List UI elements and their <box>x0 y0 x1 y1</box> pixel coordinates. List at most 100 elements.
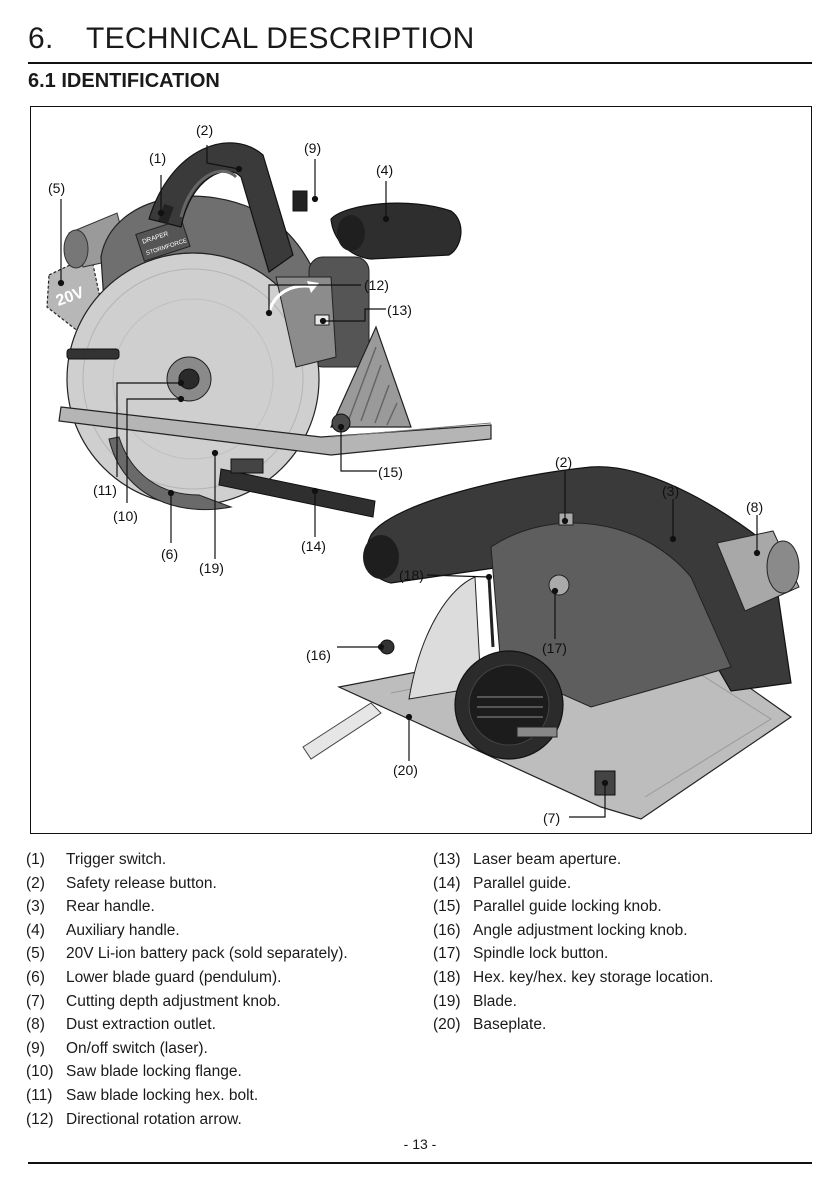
legend-text: On/off switch (laser). <box>66 1039 208 1057</box>
callout-labels: (1) (2) (9) (4) (5) (12) (13) (15) (11) … <box>48 122 763 826</box>
callout-13: (13) <box>387 302 412 318</box>
callout-8: (8) <box>746 499 763 515</box>
callout-16: (16) <box>306 647 331 663</box>
legend-number: (5) <box>26 945 45 963</box>
legend-number: (13) <box>433 851 461 868</box>
legend-number: (2) <box>26 874 45 892</box>
legend-item: (5) 20V Li-ion battery pack (sold separat… <box>26 942 348 966</box>
callout-3: (3) <box>662 483 679 499</box>
legend-item: (17) Spindle lock button. <box>433 942 713 966</box>
legend-right-column: (13)Laser beam aperture. (14)Parallel gu… <box>433 848 713 1037</box>
legend-item: (7)Cutting depth adjustment knob. <box>26 990 348 1014</box>
legend-item: (3) Rear handle. <box>26 895 348 919</box>
parallel-guide <box>218 468 376 518</box>
legend-item: (19) Blade. <box>433 990 713 1014</box>
header-rule <box>28 62 812 64</box>
legend-number: (6) <box>26 968 45 986</box>
legend-item: (11) Saw blade locking hex. bolt. <box>26 1084 348 1108</box>
legend-number: (4) <box>26 921 45 939</box>
trigger-switch <box>158 203 174 225</box>
legend-item: (6) Lower blade guard (pendulum). <box>26 966 348 990</box>
callout-7: (7) <box>543 810 560 826</box>
callout-19: (19) <box>199 560 224 576</box>
angle-bracket <box>330 325 412 428</box>
legend-number: (11) <box>26 1086 53 1104</box>
legend-text: Blade. <box>473 992 517 1010</box>
legend-number: (8) <box>26 1016 45 1034</box>
legend-text: Saw blade locking hex. bolt. <box>66 1086 259 1104</box>
callout-5: (5) <box>48 180 65 196</box>
legend-text: Lower blade guard (pendulum). <box>66 968 282 986</box>
legend-item: (12) Directional rotation arrow. <box>26 1108 348 1132</box>
legend-number: (3) <box>26 898 45 916</box>
legend-text: Dust extraction outlet. <box>66 1016 216 1034</box>
legend-number: (17) <box>433 945 461 963</box>
callout-10: (10) <box>113 508 138 524</box>
legend-item: (4) Auxiliary handle. <box>26 919 348 943</box>
legend-number: (14) <box>433 874 461 892</box>
callout-leaders <box>57 145 761 818</box>
callout-6: (6) <box>161 546 178 562</box>
legend-item: (14)Parallel guide. <box>433 872 713 896</box>
page-number: - 13 - <box>403 1136 437 1152</box>
callout-14: (14) <box>301 538 326 554</box>
callout-4: (4) <box>376 162 393 178</box>
legend-item: (15) Parallel guide locking knob. <box>433 895 713 919</box>
legend-text: Saw blade locking flange. <box>66 1063 242 1081</box>
legend-item: (2) Safety release button. <box>26 872 348 896</box>
legend-text: Directional rotation arrow. <box>66 1110 242 1128</box>
legend-number: (7) <box>26 992 45 1010</box>
legend-number: (18) <box>433 968 461 986</box>
legend-item: (13) Laser beam aperture. <box>433 848 713 872</box>
legend-number: (16) <box>433 921 461 939</box>
legend-item: (9) On/off switch (laser). <box>26 1037 348 1061</box>
saw-rear-view <box>302 466 800 820</box>
legend-item: (20) Baseplate. <box>433 1013 713 1037</box>
legend-text: Trigger switch. <box>66 851 167 868</box>
legend-text: Rear handle. <box>66 898 155 916</box>
callout-11: (11) <box>93 482 117 498</box>
legend-text: Hex. key/hex. key storage location. <box>473 968 714 986</box>
section-heading: 6. TECHNICAL DESCRIPTION <box>28 22 475 56</box>
callout-12: (12) <box>364 277 389 293</box>
identification-figure: 20V DRAPER STORMFORCE <box>30 106 812 834</box>
legend-item: (18) Hex. key/hex. key storage location. <box>433 966 713 990</box>
legend-text: Parallel guide locking knob. <box>473 898 662 916</box>
baseplate-front-view <box>58 406 492 456</box>
legend-text: Laser beam aperture. <box>473 851 622 868</box>
legend-text: 20V Li-ion battery pack (sold separately… <box>66 945 348 963</box>
callout-2: (2) <box>196 122 213 138</box>
legend-item: (16)Angle adjustment locking knob. <box>433 919 713 943</box>
footer-rule <box>28 1162 812 1164</box>
callout-20: (20) <box>393 762 418 778</box>
hex-bolt <box>178 368 200 390</box>
legend-text: Safety release button. <box>66 874 217 892</box>
legend-number: (19) <box>433 992 461 1010</box>
legend-number: (1) <box>26 851 45 868</box>
legend-text: Baseplate. <box>473 1016 547 1034</box>
legend-left-column: (1) Trigger switch. (2) Safety release but… <box>26 848 348 1131</box>
legend-text: Spindle lock button. <box>473 945 609 963</box>
legend-item: (8) Dust extraction outlet. <box>26 1013 348 1037</box>
legend-item: (10) Saw blade locking flange. <box>26 1060 348 1084</box>
legend-number: (15) <box>433 898 461 916</box>
callout-1: (1) <box>149 150 166 166</box>
legend-number: (20) <box>433 1016 461 1034</box>
section-number: 6. <box>28 22 54 55</box>
callout-18: (18) <box>399 567 424 583</box>
legend-text: Auxiliary handle. <box>66 921 180 939</box>
section-title: TECHNICAL DESCRIPTION <box>86 22 475 55</box>
spindle-lock-button <box>548 574 570 596</box>
legend-number: (10) <box>26 1063 54 1081</box>
legend-item: (1) Trigger switch. <box>26 848 348 872</box>
subsection-heading: 6.1 IDENTIFICATION <box>28 70 220 92</box>
saw-front-view: 20V DRAPER STORMFORCE <box>46 142 492 518</box>
on-off-switch <box>292 190 308 212</box>
legend-number: (12) <box>26 1110 54 1128</box>
legend-number: (9) <box>26 1039 45 1057</box>
callout-2b: (2) <box>555 454 572 470</box>
callout-17: (17) <box>542 640 567 656</box>
callout-15: (15) <box>378 464 403 480</box>
hex-key <box>487 576 495 648</box>
rear-handle-front-view <box>148 142 294 273</box>
